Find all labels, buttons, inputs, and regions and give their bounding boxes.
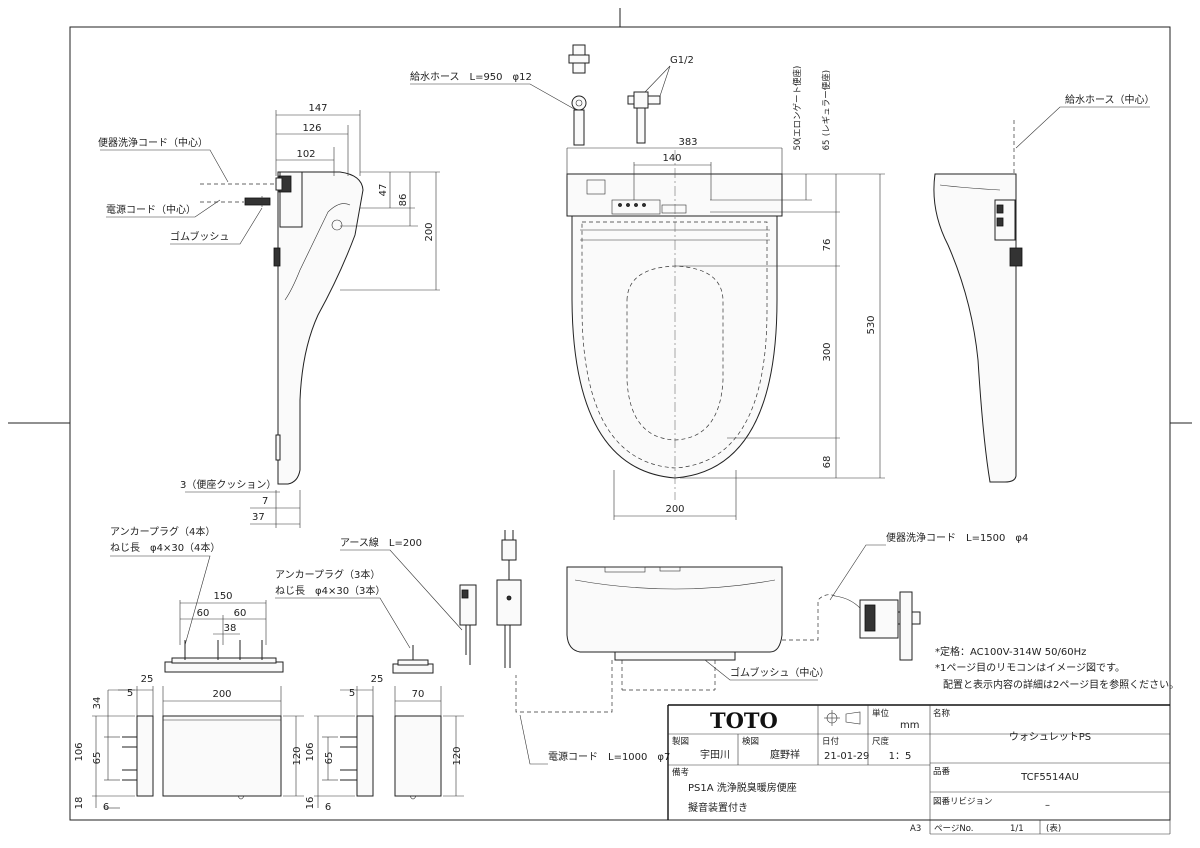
dim-147: 147 [308, 103, 327, 114]
dim-106-b: 106 [305, 742, 316, 761]
label-seat-cushion: 3（便座クッション） [180, 478, 276, 491]
date-label: 日付 [822, 736, 840, 747]
notes: *定格：AC100V-314W 50/60Hz *1ページ目のリモコンはイメージ… [935, 645, 1179, 691]
anchor-plate-3: アンカープラグ（3本） ねじ長 φ4×30（3本） [275, 568, 434, 674]
scale-value: 1：5 [889, 751, 912, 762]
product-name: ウォシュレットPS [1009, 731, 1091, 743]
dim-37: 37 [252, 512, 265, 523]
side-view: 147 126 102 47 86 200 7 37 3（便座クッション） 便器… [98, 103, 440, 528]
label-toilet-cord: 便器洗浄コード L=1500 φ4 [886, 531, 1028, 544]
brand-logo: TOTO [710, 708, 778, 733]
remote-view-a: 25 5 200 34 106 65 120 18 6 [74, 674, 304, 813]
note-rating: *定格：AC100V-314W 50/60Hz [935, 645, 1086, 658]
dim-76: 76 [822, 239, 833, 252]
right-side-view: 給水ホース（中心） [933, 93, 1155, 483]
remarks-line1: PS1A 洗浄脱臭暖房便座 [688, 781, 797, 794]
label-rubber-bush: ゴムブッシュ [170, 230, 229, 243]
dim-6-b: 6 [325, 802, 331, 813]
part-number: TCF5514AU [1020, 772, 1079, 783]
label-supply-hose-center: 給水ホース（中心） [1065, 93, 1155, 106]
dim-18: 18 [74, 797, 85, 810]
dim-383: 383 [678, 137, 697, 148]
revision-value: – [1045, 800, 1050, 811]
dim-70: 70 [412, 689, 425, 700]
dim-86: 86 [398, 194, 409, 207]
dim-200-side: 200 [424, 222, 435, 241]
unit-label: 単位 [872, 708, 890, 719]
dim-65: 65 [822, 140, 832, 151]
dim-50: 50 [793, 140, 803, 151]
page-suffix: (表) [1046, 823, 1061, 834]
dim-6-a: 6 [103, 802, 109, 813]
front-view: ゴムブッシュ（中心） [515, 566, 836, 713]
dim-120-b: 120 [452, 746, 463, 765]
dim-60-b: 60 [234, 608, 247, 619]
label-supply-hose-top: 給水ホース L=950 φ12 [410, 70, 532, 83]
revision-label: 図番リビジョン [933, 796, 993, 807]
dim-120-a: 120 [292, 746, 303, 765]
dim-60-a: 60 [197, 608, 210, 619]
anchor-plate-4: アンカープラグ（4本） ねじ長 φ4×30（4本） 150 60 60 38 [110, 525, 284, 673]
sheet-size: A3 [910, 824, 921, 834]
label-g12: G1/2 [670, 55, 694, 66]
dim-25-a: 25 [141, 674, 154, 685]
drafter-label: 製図 [672, 736, 689, 747]
label-anchor3-a: アンカープラグ（3本） [275, 568, 380, 581]
label-power-cord: 電源コード L=1000 φ7 [548, 750, 670, 763]
dim-300: 300 [822, 342, 833, 361]
dim-200-top: 200 [665, 504, 684, 515]
dim-150: 150 [213, 591, 232, 602]
dim-16: 16 [305, 797, 316, 810]
label-elongated: (エロンゲート便座) [792, 66, 803, 141]
scale-label: 尺度 [872, 736, 890, 747]
power-plug: アース線 L=200 [340, 530, 522, 668]
dim-65-b: 65 [324, 752, 335, 765]
page-value: 1/1 [1010, 824, 1024, 834]
dim-200-remote: 200 [212, 689, 231, 700]
date-value: 21-01-29 [824, 751, 869, 762]
page-label: ページNo. [934, 824, 973, 834]
unit-value: mm [900, 720, 919, 731]
dim-5-a: 5 [127, 688, 133, 699]
dim-25-b: 25 [371, 674, 384, 685]
label-anchor4-a: アンカープラグ（4本） [110, 525, 215, 538]
label-toilet-cord-center: 便器洗浄コード（中心） [98, 136, 208, 149]
dim-47: 47 [378, 184, 389, 197]
dim-5-b: 5 [349, 688, 355, 699]
label-regular: (レギュラー便座) [821, 70, 832, 136]
label-anchor3-b: ねじ長 φ4×30（3本） [275, 584, 385, 597]
svg-text:.: . [966, 824, 969, 834]
dim-140: 140 [662, 153, 681, 164]
toilet-cord-unit: 便器洗浄コード L=1500 φ4 [829, 531, 1028, 661]
part-label: 品番 [933, 766, 951, 777]
title-block: TOTO 単位 mm 名称 ウォシュレットPS 製図 宇田川 検図 庭野祥 日付… [667, 704, 1171, 835]
dim-102: 102 [296, 149, 315, 160]
dim-106-a: 106 [74, 742, 85, 761]
dim-34: 34 [92, 697, 103, 710]
note-page2: 配置と表示内容の詳細は2ページ目を参照ください。 [943, 678, 1179, 691]
name-label: 名称 [933, 708, 951, 719]
dim-126: 126 [302, 123, 321, 134]
note-remote: *1ページ目のリモコンはイメージ図です。 [935, 662, 1125, 674]
remarks-label: 備考 [672, 767, 689, 778]
dim-68: 68 [822, 456, 833, 469]
dim-7: 7 [262, 496, 268, 507]
dim-530: 530 [866, 315, 877, 334]
checker-value: 庭野祥 [770, 748, 800, 761]
remarks-line2: 擬音装置付き [688, 801, 748, 814]
remote-view-b: 25 5 70 106 65 120 16 6 [305, 674, 464, 813]
label-anchor4-b: ねじ長 φ4×30（4本） [110, 541, 220, 554]
label-earth-wire: アース線 L=200 [340, 536, 422, 549]
dim-38: 38 [224, 623, 237, 634]
dim-65-a: 65 [92, 752, 103, 765]
label-rubber-bush-center: ゴムブッシュ（中心） [730, 666, 829, 679]
label-power-cord-center: 電源コード（中心） [106, 203, 196, 216]
checker-label: 検図 [742, 736, 759, 747]
drafter-value: 宇田川 [700, 748, 730, 761]
top-view: G1/2 給水ホース L=950 φ12 383 140 50 (エロンゲート便… [410, 44, 885, 520]
